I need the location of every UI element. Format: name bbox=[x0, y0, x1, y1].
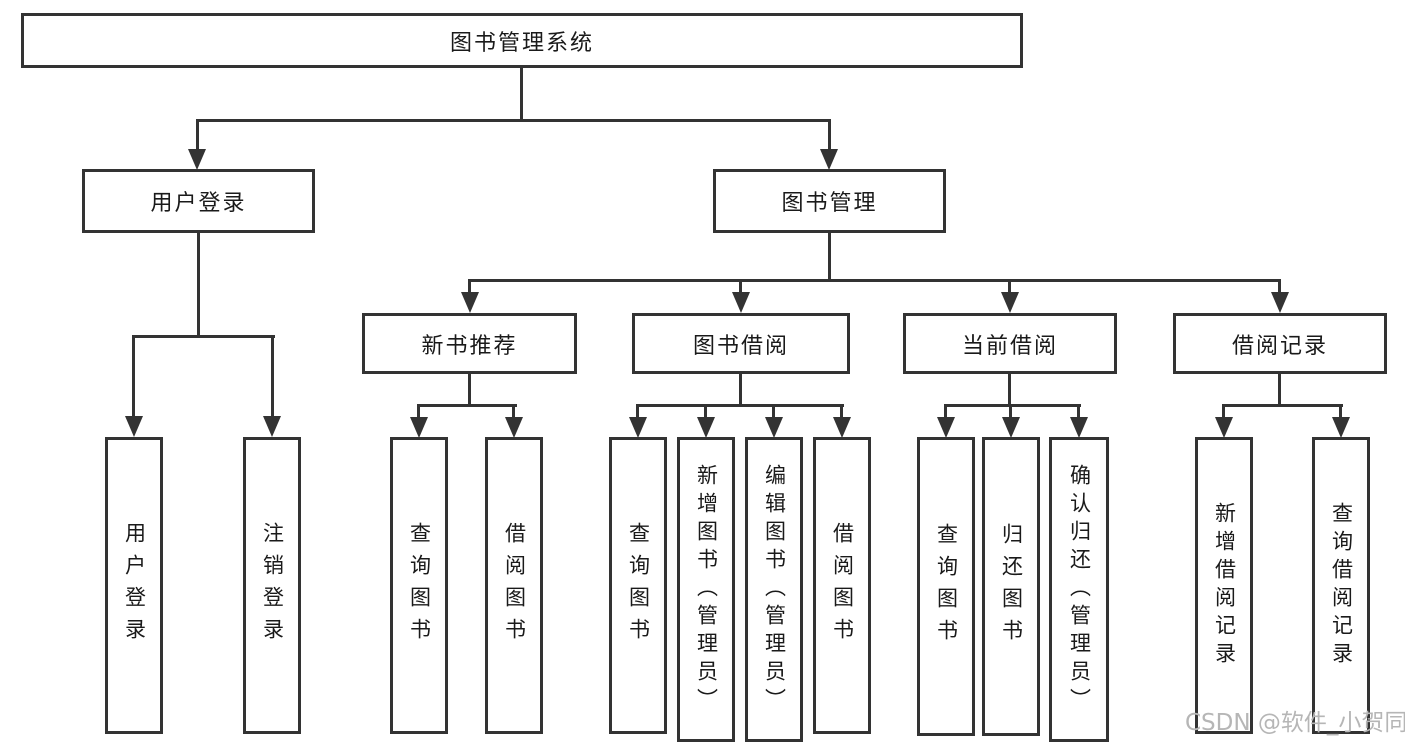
connector-root-stub bbox=[520, 66, 523, 121]
arrow-down-icon bbox=[1001, 292, 1019, 313]
arrow-down-icon bbox=[188, 149, 206, 170]
arrow-down-icon bbox=[410, 417, 428, 438]
arrow-down-icon bbox=[1070, 417, 1088, 438]
connector-leaf-stem bbox=[944, 404, 947, 420]
arrow-down-icon bbox=[263, 416, 281, 437]
connector-book-mgmt-bus bbox=[468, 279, 1281, 282]
leaf-borrow-books: 借阅图书 bbox=[813, 437, 871, 734]
connector-root-bus bbox=[196, 119, 831, 122]
arrow-down-icon bbox=[820, 149, 838, 170]
connector-new-book-bus bbox=[417, 404, 517, 407]
arrow-down-icon bbox=[1002, 417, 1020, 438]
arrow-down-icon bbox=[697, 417, 715, 438]
leaf-query-books-current: 查询图书 bbox=[917, 437, 975, 736]
arrow-down-icon bbox=[833, 417, 851, 438]
connector-user-login-bus bbox=[132, 335, 275, 338]
connector-leaf-stem bbox=[1077, 404, 1080, 420]
connector-leaf-stem bbox=[417, 404, 420, 420]
arrow-down-icon bbox=[1332, 417, 1350, 438]
node-user-login: 用户登录 bbox=[82, 169, 315, 233]
connector-leaf-stem bbox=[1009, 404, 1012, 420]
connector-new-book-stub bbox=[468, 372, 471, 407]
connector-book-borrow-bus bbox=[636, 404, 844, 407]
leaf-logout: 注销登录 bbox=[243, 437, 301, 734]
connector-leaf-stem bbox=[704, 404, 707, 420]
connector-leaf-stem bbox=[271, 335, 274, 417]
connector-book-mgmt-stub bbox=[828, 231, 831, 282]
connector-leaf-stem bbox=[1339, 404, 1342, 420]
connector-level3-stem bbox=[1278, 279, 1281, 295]
leaf-edit-books-admin: 编辑图书（管理员） bbox=[745, 437, 803, 742]
leaf-add-borrow-record: 新增借阅记录 bbox=[1195, 437, 1253, 734]
connector-user-login-stub bbox=[197, 231, 200, 337]
arrow-down-icon bbox=[125, 416, 143, 437]
leaf-add-books-admin: 新增图书（管理员） bbox=[677, 437, 735, 742]
node-current-borrow: 当前借阅 bbox=[903, 313, 1117, 374]
node-book-borrow: 图书借阅 bbox=[632, 313, 850, 374]
node-book-management: 图书管理 bbox=[713, 169, 946, 233]
leaf-user-login: 用户登录 bbox=[105, 437, 163, 734]
leaf-query-borrow-record: 查询借阅记录 bbox=[1312, 437, 1370, 734]
node-library-system: 图书管理系统 bbox=[21, 13, 1023, 68]
connector-book-borrow-stub bbox=[739, 372, 742, 407]
connector-borrow-records-stub bbox=[1278, 372, 1281, 407]
connector-leaf-stem bbox=[772, 404, 775, 420]
arrow-down-icon bbox=[1271, 292, 1289, 313]
connector-book-mgmt-stem bbox=[828, 119, 831, 152]
leaf-borrow-books-recommend: 借阅图书 bbox=[485, 437, 543, 734]
arrow-down-icon bbox=[1215, 417, 1233, 438]
csdn-watermark: CSDN @软件_小贺同学 bbox=[1185, 710, 1405, 736]
node-new-book-recommend: 新书推荐 bbox=[362, 313, 577, 374]
connector-leaf-stem bbox=[1222, 404, 1225, 420]
connector-current-borrow-stub bbox=[1008, 372, 1011, 407]
arrow-down-icon bbox=[937, 417, 955, 438]
arrow-down-icon bbox=[765, 417, 783, 438]
node-borrow-records: 借阅记录 bbox=[1173, 313, 1387, 374]
connector-leaf-stem bbox=[512, 404, 515, 420]
connector-level3-stem bbox=[739, 279, 742, 295]
arrow-down-icon bbox=[629, 417, 647, 438]
leaf-return-books: 归还图书 bbox=[982, 437, 1040, 736]
leaf-query-books-recommend: 查询图书 bbox=[390, 437, 448, 734]
connector-leaf-stem bbox=[636, 404, 639, 420]
arrow-down-icon bbox=[461, 292, 479, 313]
arrow-down-icon bbox=[505, 417, 523, 438]
connector-leaf-stem bbox=[840, 404, 843, 420]
connector-leaf-stem bbox=[132, 335, 135, 417]
connector-level3-stem bbox=[1008, 279, 1011, 295]
connector-current-borrow-bus bbox=[944, 404, 1081, 407]
connector-level3-stem bbox=[468, 279, 471, 295]
leaf-query-books-borrow: 查询图书 bbox=[609, 437, 667, 734]
arrow-down-icon bbox=[732, 292, 750, 313]
leaf-confirm-return-admin: 确认归还（管理员） bbox=[1049, 437, 1109, 742]
connector-borrow-records-bus bbox=[1222, 404, 1343, 407]
connector-user-login-stem bbox=[196, 119, 199, 152]
